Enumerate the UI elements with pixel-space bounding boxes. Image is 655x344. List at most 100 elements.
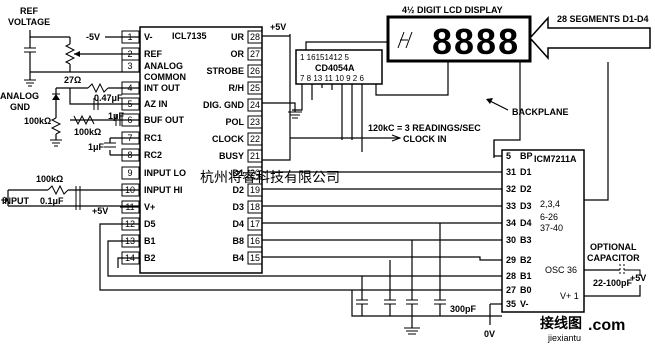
- icl-left-pin-label: ANALOG: [144, 61, 183, 71]
- lcd-display: 4½ DIGIT LCD DISPLAY 8888 28 SEGMENTS D1…: [386, 5, 651, 63]
- icl-left-pin-box: [121, 166, 140, 180]
- icm-pins-234: 2,3,4: [540, 199, 560, 209]
- icl-right-pin-label: CLOCK: [212, 134, 244, 144]
- icm-left-pin-number: 29: [506, 255, 516, 265]
- analog-gnd-line2: GND: [10, 102, 31, 112]
- icl-right-pin-box: [247, 149, 263, 163]
- logo-text: 接线图: [540, 315, 582, 331]
- icm-left-pin-number: 34: [506, 218, 516, 228]
- plus5v-left: +5V: [92, 206, 108, 216]
- icm-left-pin-label: B3: [520, 235, 532, 245]
- icm-left-pin-number: 27: [506, 285, 516, 295]
- icl-left-pin-label: REF: [144, 49, 163, 59]
- input-label: INPUT: [2, 196, 30, 206]
- icl-left-pin-label: INPUT LO: [144, 168, 186, 178]
- icl-right-pin-label: D4: [232, 219, 244, 229]
- icl-right-pin-box: [247, 217, 263, 231]
- icl-right-pin-box: [247, 166, 263, 180]
- logo-com: .com: [588, 317, 625, 334]
- c047-label: 0.47μF: [94, 93, 123, 103]
- icm-left-pin-label: D2: [520, 184, 532, 194]
- icl-right-pin-number: 15: [250, 253, 260, 263]
- icl-right-pin-label: D1: [232, 168, 244, 178]
- icl-right-pin-label: STROBE: [206, 66, 244, 76]
- ref-voltage-line2: VOLTAGE: [8, 17, 50, 27]
- clock-note-line2: CLOCK IN: [403, 134, 447, 144]
- analog-gnd-line1: ANALOG: [0, 91, 39, 101]
- icl-right-pin-label: DIG. GND: [203, 100, 245, 110]
- icl-right-pin-box: [247, 132, 263, 146]
- icl-left-pin-label: COMMON: [144, 72, 186, 82]
- icl-left-pin-label: V+: [144, 202, 155, 212]
- segments-label: 28 SEGMENTS D1-D4: [557, 14, 649, 24]
- icm-left-pin-label: B1: [520, 271, 532, 281]
- icl-right-pin-number: 24: [250, 100, 260, 110]
- cd4054a-chip: 1 16151412 5 CD4054A 7 8 13 11 10 9 2 6: [295, 49, 383, 85]
- icl-right-pin-label: POL: [225, 117, 244, 127]
- cap-22-100p-label: 22-100pF: [593, 278, 633, 288]
- icl-right-pin-number: 18: [250, 202, 260, 212]
- icl-left-pin-label: AZ IN: [144, 99, 168, 109]
- icl-right-pin-label: D3: [232, 202, 244, 212]
- icm-left-pin-label: B0: [520, 285, 532, 295]
- c1u-a-label: 1μF: [108, 111, 125, 121]
- icl-left-pin-label: INT OUT: [144, 83, 180, 93]
- ref-voltage-line1: REF: [20, 6, 39, 16]
- icl-left-pin-number: 3: [127, 61, 132, 71]
- icm7211a-name: ICM7211A: [534, 154, 577, 164]
- icl-right-pin-box: [247, 81, 263, 95]
- icl-right-pin-label: R/H: [229, 83, 245, 93]
- icm-osc-pin: OSC 36: [545, 265, 577, 275]
- icl-right-pin-number: 19: [250, 185, 260, 195]
- cd4054a-name: CD4054A: [315, 63, 355, 73]
- icl-left-pin-label: D5: [144, 219, 156, 229]
- icm-left-pin-number: 28: [506, 271, 516, 281]
- icl-right-pin-number: 26: [250, 66, 260, 76]
- icl-right-pin-box: [247, 234, 263, 248]
- watermark-text: 杭州将睿科技有限公司: [200, 169, 340, 185]
- r100k-b-label: 100kΩ: [74, 127, 101, 137]
- plus5v-right: +5V: [630, 273, 646, 283]
- plus-minus-one-digit: [397, 31, 413, 49]
- icl-left-pin-label: V-: [144, 32, 153, 42]
- icl-right-pin-number: 23: [250, 117, 260, 127]
- backplane-label: BACKPLANE: [512, 107, 569, 117]
- icl-right-pin-number: 21: [250, 151, 260, 161]
- icl-left-pin-label: INPUT HI: [144, 185, 183, 195]
- site-logo: 接线图 .com jiexiantu: [540, 315, 625, 343]
- icm-left-pin-label: BP: [520, 151, 533, 161]
- icm-pins-6-26: 6-26: [540, 212, 558, 222]
- clock-note-line1: 120kC = 3 READINGS/SEC: [368, 123, 481, 133]
- cd4054a-bottom-pins: 7 8 13 11 10 9 2 6: [300, 74, 364, 83]
- icl-right-pin-box: [247, 200, 263, 214]
- zero-volt-label: 0V: [484, 329, 495, 339]
- icl-left-pin-label: BUF OUT: [144, 115, 184, 125]
- icl-right-pin-number: 27: [250, 49, 260, 59]
- icl-right-pin-number: 16: [250, 236, 260, 246]
- icl-left-pin-label: B2: [144, 253, 156, 263]
- icm-left-pin-label: V-: [520, 299, 529, 309]
- icl-left-pin-label: B1: [144, 236, 156, 246]
- plus5v-top: +5V: [270, 22, 286, 32]
- icl-left-pin-label: RC1: [144, 133, 162, 143]
- icl-right-pin-number: 28: [250, 32, 260, 42]
- icl-right-pin-label: OR: [231, 49, 245, 59]
- icl-right-pin-label: UR: [231, 32, 244, 42]
- optional-cap-line2: CAPACITOR: [587, 253, 640, 263]
- display-wiring: BACKPLANE 120kC = 3 READINGS/SEC CLOCK I…: [99, 22, 646, 339]
- icm-left-pin-number: 30: [506, 235, 516, 245]
- icm-left-pin-number: 32: [506, 184, 516, 194]
- icl-right-pin-number: 25: [250, 83, 260, 93]
- icm-left-pin-number: 35: [506, 299, 516, 309]
- icm-left-pin-label: D4: [520, 218, 532, 228]
- optional-cap-line1: OPTIONAL: [590, 242, 637, 252]
- segments-arrow-icon: [528, 16, 651, 60]
- logo-site: jiexiantu: [547, 333, 581, 343]
- display-title: 4½ DIGIT LCD DISPLAY: [402, 5, 503, 15]
- minus5v-label: -5V: [86, 32, 100, 42]
- icm-left-pin-label: B2: [520, 255, 532, 265]
- icl-right-pin-box: [247, 115, 263, 129]
